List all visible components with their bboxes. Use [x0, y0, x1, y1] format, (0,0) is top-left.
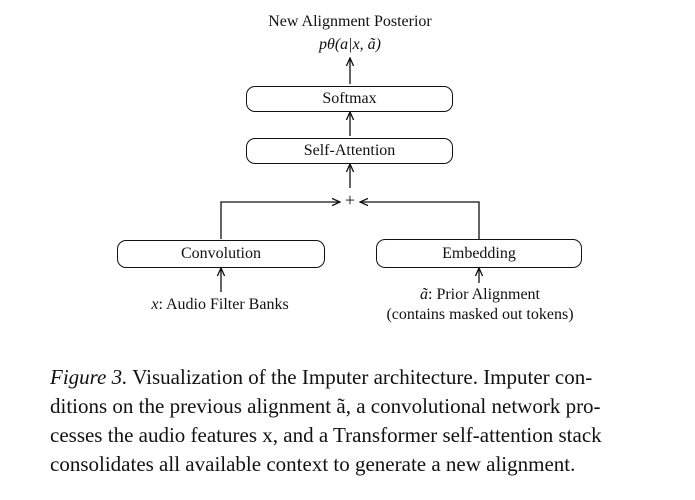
- prior-input-label: ã: Prior Alignment: [350, 285, 610, 304]
- caption-figure-label: Figure 3.: [50, 365, 128, 389]
- softmax-label: Softmax: [322, 90, 377, 107]
- audio-variable: x: [151, 296, 159, 313]
- embedding-label: Embedding: [442, 244, 516, 262]
- embedding-box: Embedding: [376, 239, 582, 268]
- prior-variable: ã: [420, 286, 428, 303]
- caption-line-3: cesses the audio features x, and a Trans…: [50, 423, 602, 447]
- audio-input-label: x: Audio Filter Banks: [120, 295, 320, 314]
- caption-line-4: consolidates all available context to ge…: [50, 452, 576, 476]
- prior-input-note: (contains masked out tokens): [386, 306, 574, 323]
- convolution-box: Convolution: [117, 240, 325, 268]
- arrow-convolution-to-plus: [220, 202, 340, 239]
- convolution-label: Convolution: [180, 245, 261, 262]
- plus-operator: +: [344, 190, 356, 210]
- arrow-embedding-to-plus: [360, 202, 480, 239]
- softmax-box: Softmax: [246, 86, 453, 112]
- caption-line-2: ditions on the previous alignment ã, a c…: [50, 394, 601, 418]
- figure-caption: Figure 3. Visualization of the Imputer a…: [50, 363, 670, 479]
- audio-description: : Audio Filter Banks: [158, 296, 289, 313]
- output-formula: pθ(a|x, ã): [318, 36, 381, 53]
- prior-description: : Prior Alignment: [428, 286, 540, 303]
- caption-line-1-text: Visualization of the Imputer architectur…: [127, 365, 593, 389]
- diagram-connectors: [0, 0, 695, 292]
- caption-line-1: Figure 3. Visualization of the Imputer a…: [50, 363, 670, 392]
- output-title: New Alignment Posterior: [268, 13, 432, 30]
- self-attention-label: Self-Attention: [303, 142, 396, 159]
- self-attention-box: Self-Attention: [246, 138, 453, 164]
